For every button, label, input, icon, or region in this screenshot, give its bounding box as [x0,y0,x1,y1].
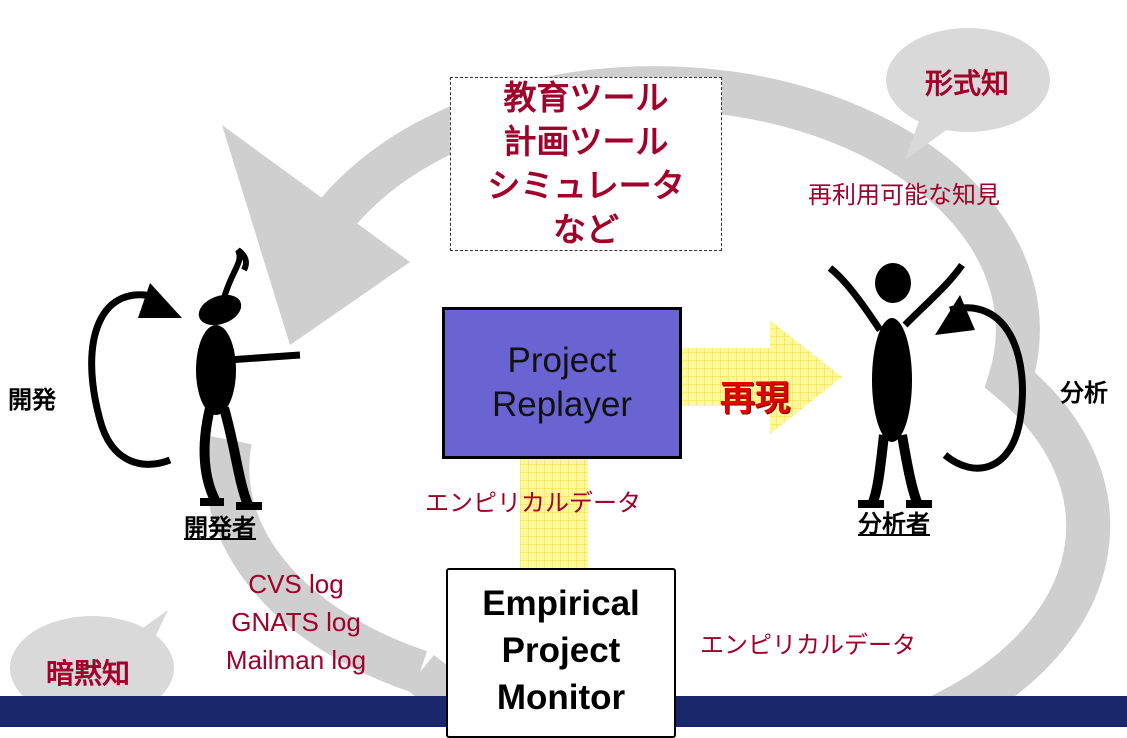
monitor-line-1: Empirical [482,584,640,623]
development-label: 開発 [8,386,56,414]
log-item-gnats: GNATS log [231,607,361,637]
developer-figure [196,247,301,510]
log-item-cvs: CVS log [248,569,344,599]
reproduce-label: 再現 [720,379,791,419]
monitor-line-3: Monitor [496,678,626,717]
tools-line-4: など [553,210,619,249]
yellow-arrow-right [680,320,842,434]
tools-line-2: 計画ツール [503,122,669,161]
developer-label: 開発者 [184,514,256,542]
tacit-knowledge-bubble [10,610,174,720]
analyst-label: 分析者 [858,510,930,538]
replayer-line-1: Project [507,341,617,380]
development-cycle-arrow [88,283,182,468]
analysis-cycle-arrow [935,295,1026,472]
tools-line-3: シミュレータ [487,166,685,205]
tools-box: 教育ツール 計画ツール シミュレータ など [450,77,722,251]
tacit-knowledge-text: 暗黙知 [46,657,131,690]
replayer-line-2: Replayer [491,385,633,424]
empirical-project-monitor-box: Empirical Project Monitor [446,568,676,738]
analyst-figure [827,262,965,508]
monitor-line-2: Project [501,631,621,670]
empirical-data-label-bottom: エンピリカルデータ [700,631,916,659]
reusable-knowledge-label: 再利用可能な知見 [808,181,1000,209]
log-list: CVS log GNATS log Mailman log [185,565,407,679]
empirical-data-label-top: エンピリカルデータ [425,489,641,517]
log-item-mailman: Mailman log [225,645,367,675]
tools-line-1: 教育ツール [503,78,669,117]
yellow-arrow-up [520,455,588,575]
project-replayer-box: Project Replayer [442,307,682,459]
explicit-knowledge-text: 形式知 [925,67,1010,100]
analysis-label: 分析 [1060,379,1108,407]
explicit-knowledge-bubble [886,28,1050,160]
cycle-arrowhead [222,125,410,345]
